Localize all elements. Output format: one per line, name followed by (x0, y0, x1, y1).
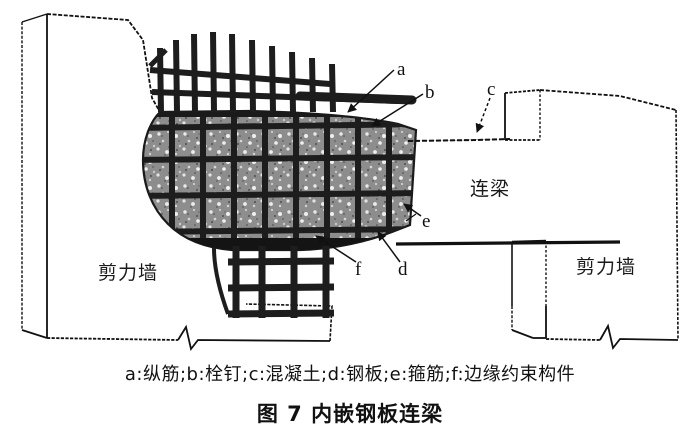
right-wall-bottom-edge-1 (545, 338, 601, 341)
right-wall-bottom-bevel (511, 329, 534, 339)
label-c: c (487, 79, 496, 100)
figure-title: 图 7 内嵌钢板连梁 (256, 402, 444, 426)
leader-line-b (371, 93, 424, 127)
left-wall-top-edge (46, 13, 161, 113)
leader-line-c (475, 97, 491, 133)
steel-plate-top-line (407, 138, 511, 142)
coupling-beam-label: 连梁 (470, 178, 511, 200)
right-wall-right-edge (675, 109, 679, 341)
left-shear-wall (21, 13, 333, 352)
cage-verticals-bottom (232, 246, 330, 318)
label-a: a (397, 59, 406, 80)
leader-line-f (315, 235, 357, 263)
leader-line-e (403, 203, 422, 217)
concrete-top-cap (143, 111, 416, 117)
cage-left-contour (212, 247, 230, 315)
rebar-grid-inner (143, 111, 416, 250)
figure-legend: a:纵筋;b:栓钉;c:混凝土;d:钢板;e:箍筋;f:边缘约束构件 (124, 364, 576, 385)
left-wall-lower-return (245, 303, 333, 342)
rebar-fringe-left (148, 48, 168, 68)
label-b: b (425, 82, 435, 103)
right-shear-wall-label: 剪力墙 (576, 256, 637, 278)
label-d: d (398, 259, 408, 280)
leader-line-d (377, 231, 401, 263)
label-e: e (422, 211, 431, 232)
shear-stud-row (295, 91, 417, 105)
leader-line-a (347, 69, 395, 113)
coupling-beam-concrete (141, 109, 418, 252)
steel-plate-band (143, 238, 416, 250)
left-wall-break-symbol (177, 324, 331, 352)
left-wall-bottom-edge-1 (46, 337, 179, 341)
right-wall-break-symbol (599, 323, 679, 351)
right-shear-wall (504, 89, 679, 351)
left-wall-top-bevel (21, 13, 48, 23)
right-wall-lower-notch-top (511, 239, 547, 244)
top-protruding-rebar (148, 31, 417, 113)
label-f: f (355, 259, 362, 280)
leader-lines (315, 69, 491, 263)
left-wall-bottom-bevel (21, 329, 48, 339)
steel-plate-extension (395, 138, 621, 246)
leader-line-e-tail (405, 213, 417, 222)
left-shear-wall-label: 剪力墙 (98, 262, 159, 284)
right-wall-top-edge (539, 89, 677, 111)
steel-plate-bottom-line (395, 240, 621, 246)
bottom-rebar-cage (212, 246, 335, 318)
right-wall-notch-top (504, 89, 541, 94)
cage-horizontals-bottom (227, 257, 335, 318)
